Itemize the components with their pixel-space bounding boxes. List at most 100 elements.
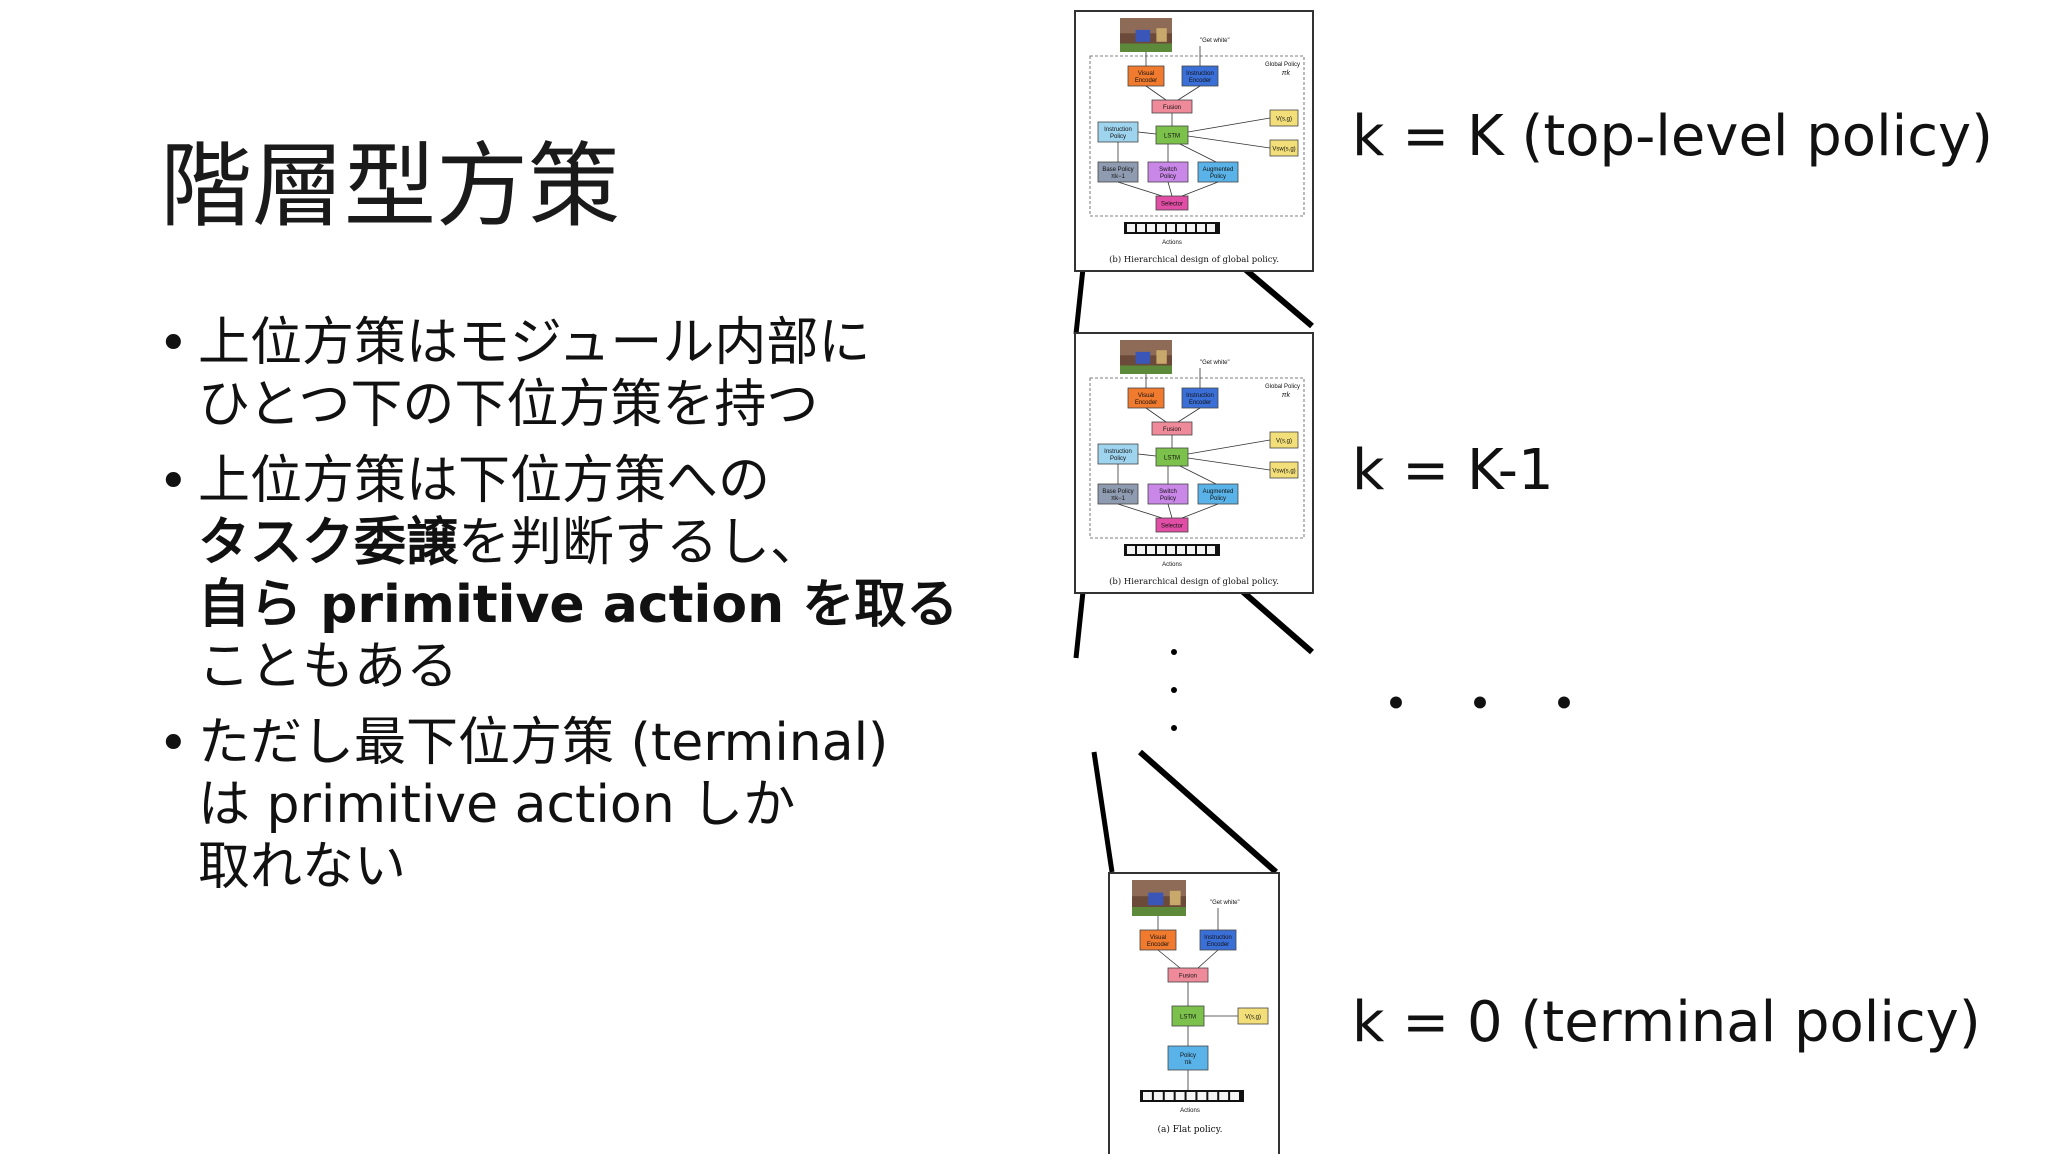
bullet-item: •上位方策は下位方策へのタスク委譲を判断するし、自ら primitive act… (150, 450, 1030, 698)
bullet-dot: • (158, 714, 189, 774)
connector-line (1138, 749, 1278, 875)
actions-strip (1140, 1090, 1244, 1102)
visual-encoder-box-label: Encoder (1147, 942, 1169, 948)
figure-caption: (b) Hierarchical design of global policy… (1109, 254, 1279, 265)
arrow-line (1179, 143, 1217, 163)
bullet-line: ひとつ下の下位方策を持つ (198, 374, 1030, 436)
bullet-line: 取れない (198, 836, 1030, 898)
visual-encoder-box-label: Visual (1138, 71, 1154, 77)
selector-box-label: Selector (1161, 202, 1183, 208)
scene-object (1148, 892, 1164, 906)
action-icon (1147, 546, 1155, 554)
global-policy-frame (1089, 55, 1305, 217)
action-icon (1164, 1092, 1174, 1100)
base-policy-box-label: Base Policy (1102, 167, 1133, 173)
scene-object (1156, 28, 1167, 42)
vertical-dot (1171, 687, 1177, 693)
arrow-line (1179, 465, 1217, 485)
connector-line (1091, 751, 1115, 873)
action-icon (1208, 1092, 1218, 1100)
instruction-text: "Get white" (1210, 900, 1240, 906)
value-sw-box-label: Vsw(s,g) (1272, 147, 1295, 153)
arrow-line (1117, 181, 1163, 197)
action-icon (1186, 1092, 1196, 1100)
label-k-minus-1: k = K-1 (1352, 438, 1554, 503)
bullet-text: ひとつ下の下位方策を持つ (198, 375, 819, 435)
action-icon (1187, 546, 1195, 554)
bullet-text: は primitive action しか (198, 775, 796, 835)
bullet-line: 上位方策は下位方策への (198, 450, 1030, 512)
arrow-line (1187, 117, 1271, 133)
bullet-dot: • (158, 314, 189, 374)
action-icon (1127, 546, 1135, 554)
policy-box-label: Policy (1180, 1053, 1196, 1059)
instruction-encoder-box-label: Instruction (1204, 935, 1232, 941)
arrow-line (1181, 503, 1219, 519)
bullet-text: ただし最下位方策 (terminal) (198, 713, 889, 773)
action-icon (1167, 224, 1175, 232)
augmented-policy-box-label: Augmented (1203, 489, 1234, 495)
instruction-text: "Get white" (1200, 38, 1230, 44)
action-icon (1137, 546, 1145, 554)
instruction-encoder-box-label: Instruction (1186, 71, 1214, 77)
arrow-line (1187, 439, 1271, 455)
action-icon (1167, 546, 1175, 554)
action-icon (1143, 1092, 1152, 1100)
ellipsis-right: ・・・ (1368, 673, 1620, 738)
selector-box-label: Selector (1161, 524, 1183, 530)
action-icon (1147, 224, 1155, 232)
vertical-dot (1171, 649, 1177, 655)
arrow-line (1157, 949, 1181, 969)
arrow-line (1177, 85, 1201, 101)
instruction-policy-box-label: Policy (1110, 134, 1126, 140)
slide-title: 階層型方策 (160, 133, 621, 240)
base-policy-box-label: πk−1 (1111, 496, 1126, 502)
bullet-line: ただし最下位方策 (terminal) (198, 712, 1030, 774)
bullet-text-bold: タスク委譲 (198, 513, 459, 573)
bullet-text: 取れない (198, 837, 407, 897)
instruction-encoder-box-label: Instruction (1186, 393, 1214, 399)
instruction-policy-box-label: Instruction (1104, 449, 1132, 455)
action-icon (1197, 224, 1205, 232)
base-policy-box-label: πk−1 (1111, 174, 1126, 180)
fusion-box-label: Fusion (1163, 105, 1181, 111)
arrow-line (1145, 85, 1167, 101)
scene-floor (1120, 365, 1172, 374)
bullet-line: 上位方策はモジュール内部に (198, 312, 1030, 374)
arrow-line (1187, 457, 1271, 471)
action-icon (1230, 1092, 1239, 1100)
fusion-box-label: Fusion (1179, 974, 1197, 980)
arrow-line (1167, 503, 1173, 519)
action-icon (1197, 546, 1205, 554)
global-policy-symbol: πk (1282, 70, 1291, 77)
augmented-policy-box-label: Policy (1210, 174, 1226, 180)
bullet-item: •上位方策はモジュール内部にひとつ下の下位方策を持つ (150, 312, 1030, 436)
actions-strip (1124, 544, 1220, 556)
action-icon (1153, 1092, 1163, 1100)
action-icon (1157, 224, 1165, 232)
visual-encoder-box-label: Encoder (1135, 400, 1157, 406)
arrow-line (1145, 407, 1167, 423)
scene-floor (1120, 43, 1172, 52)
base-policy-box-label: Base Policy (1102, 489, 1133, 495)
figure-caption: (a) Flat policy. (1158, 1124, 1223, 1135)
action-icon (1197, 1092, 1207, 1100)
arrow-line (1117, 503, 1163, 519)
lstm-box-label: LSTM (1164, 456, 1180, 462)
action-icon (1177, 224, 1185, 232)
instruction-policy-box-label: Instruction (1104, 127, 1132, 133)
bullet-line: こともある (198, 636, 1030, 698)
bullet-item: •ただし最下位方策 (terminal)は primitive action し… (150, 712, 1030, 898)
action-icon (1207, 546, 1215, 554)
action-icon (1177, 546, 1185, 554)
global-policy-label: Global Policy (1265, 62, 1300, 68)
bullet-line: タスク委譲を判断するし、 (198, 512, 1030, 574)
bullet-text-bold: 自ら primitive action を取る (198, 575, 959, 635)
arrow-line (1137, 453, 1157, 457)
action-icon (1187, 224, 1195, 232)
arrow-line (1137, 131, 1157, 135)
action-icon (1207, 224, 1215, 232)
bullet-list: •上位方策はモジュール内部にひとつ下の下位方策を持つ•上位方策は下位方策へのタス… (150, 312, 1030, 912)
